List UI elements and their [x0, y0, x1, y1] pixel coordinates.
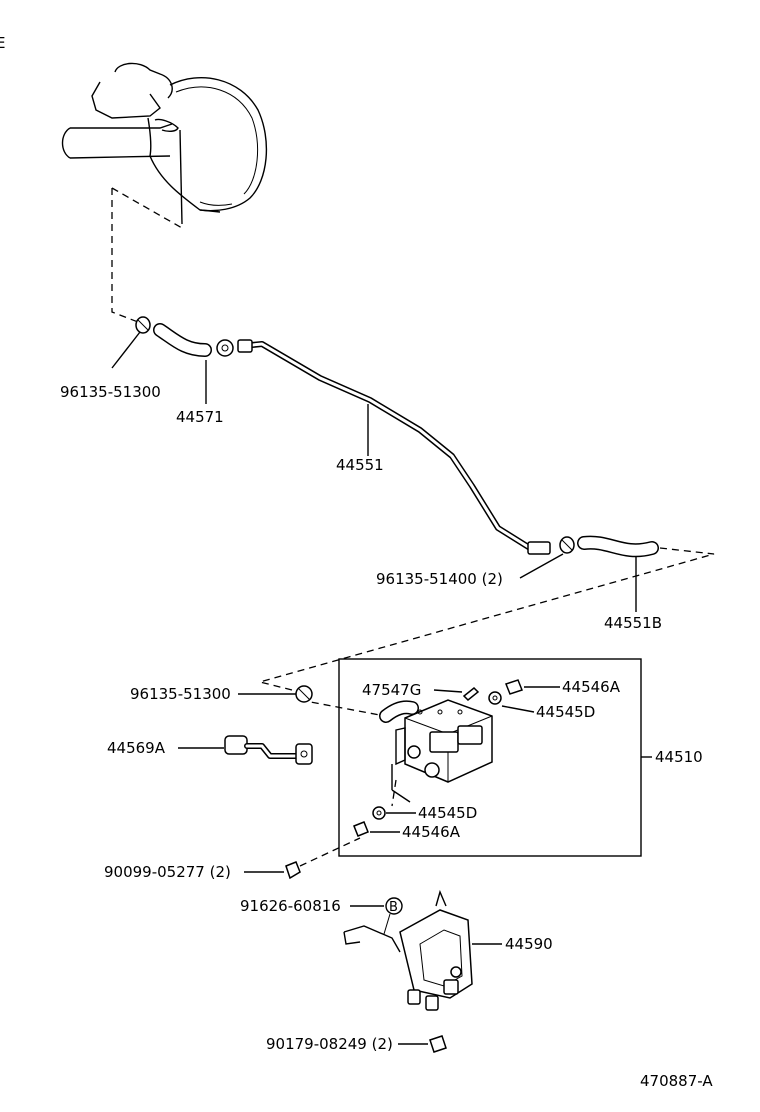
label-44551: 44551 [336, 456, 384, 474]
union-44546A-bottom [353, 821, 369, 837]
leader-booster-to-clamp [111, 187, 183, 323]
gasket-44545D-bottom [372, 806, 386, 820]
bolt-90099-05277 [285, 861, 301, 880]
brake-booster-drawing [61, 62, 268, 225]
abs-actuator-body [379, 699, 493, 803]
label-44590: 44590 [505, 935, 553, 953]
label-44571: 44571 [176, 408, 224, 426]
hose-clamp-96135-51400 [559, 536, 575, 554]
bracket-44590 [343, 889, 473, 1011]
corner-mark: E [0, 34, 5, 52]
hose-44551B [577, 535, 659, 558]
label-44551B: 44551B [604, 614, 662, 632]
leader-hose-to-actuator [257, 547, 715, 717]
label-44546A-top: 44546A [562, 678, 621, 696]
gasket-44545D-top [488, 691, 502, 705]
hose-44571 [153, 323, 212, 357]
marker-B-circle [385, 897, 403, 915]
label-44545D-bottom: 44545D [418, 804, 477, 822]
label-44510: 44510 [655, 748, 703, 766]
leader-bolt-to-actuator [299, 779, 397, 867]
brake-tube-44551 [237, 339, 551, 555]
label-91626-60816: 91626-60816 [240, 897, 341, 915]
marker-B: B [389, 900, 398, 915]
label-96135-51300-mid: 96135-51300 [130, 685, 231, 703]
hose-44569A [224, 735, 313, 765]
hose-clamp-96135-51300-mid [295, 685, 313, 703]
label-90179-08249: 90179-08249 (2) [266, 1035, 393, 1053]
label-44569A: 44569A [107, 739, 166, 757]
label-96135-51400: 96135-51400 (2) [376, 570, 503, 588]
diagram-id: 470887-A [640, 1072, 713, 1090]
bolt-90179-08249 [429, 1035, 447, 1053]
label-96135-51300-top: 96135-51300 [60, 383, 161, 401]
union-44546A-top [505, 679, 523, 695]
label-90099-05277: 90099-05277 (2) [104, 863, 231, 881]
label-44545D-top: 44545D [536, 703, 595, 721]
valve-47547G [462, 686, 480, 702]
label-44546A-bottom: 44546A [402, 823, 461, 841]
tube-end-clamp [216, 339, 234, 357]
label-47547G: 47547G [362, 681, 421, 699]
hose-clamp-96135-51300-top [135, 316, 151, 334]
